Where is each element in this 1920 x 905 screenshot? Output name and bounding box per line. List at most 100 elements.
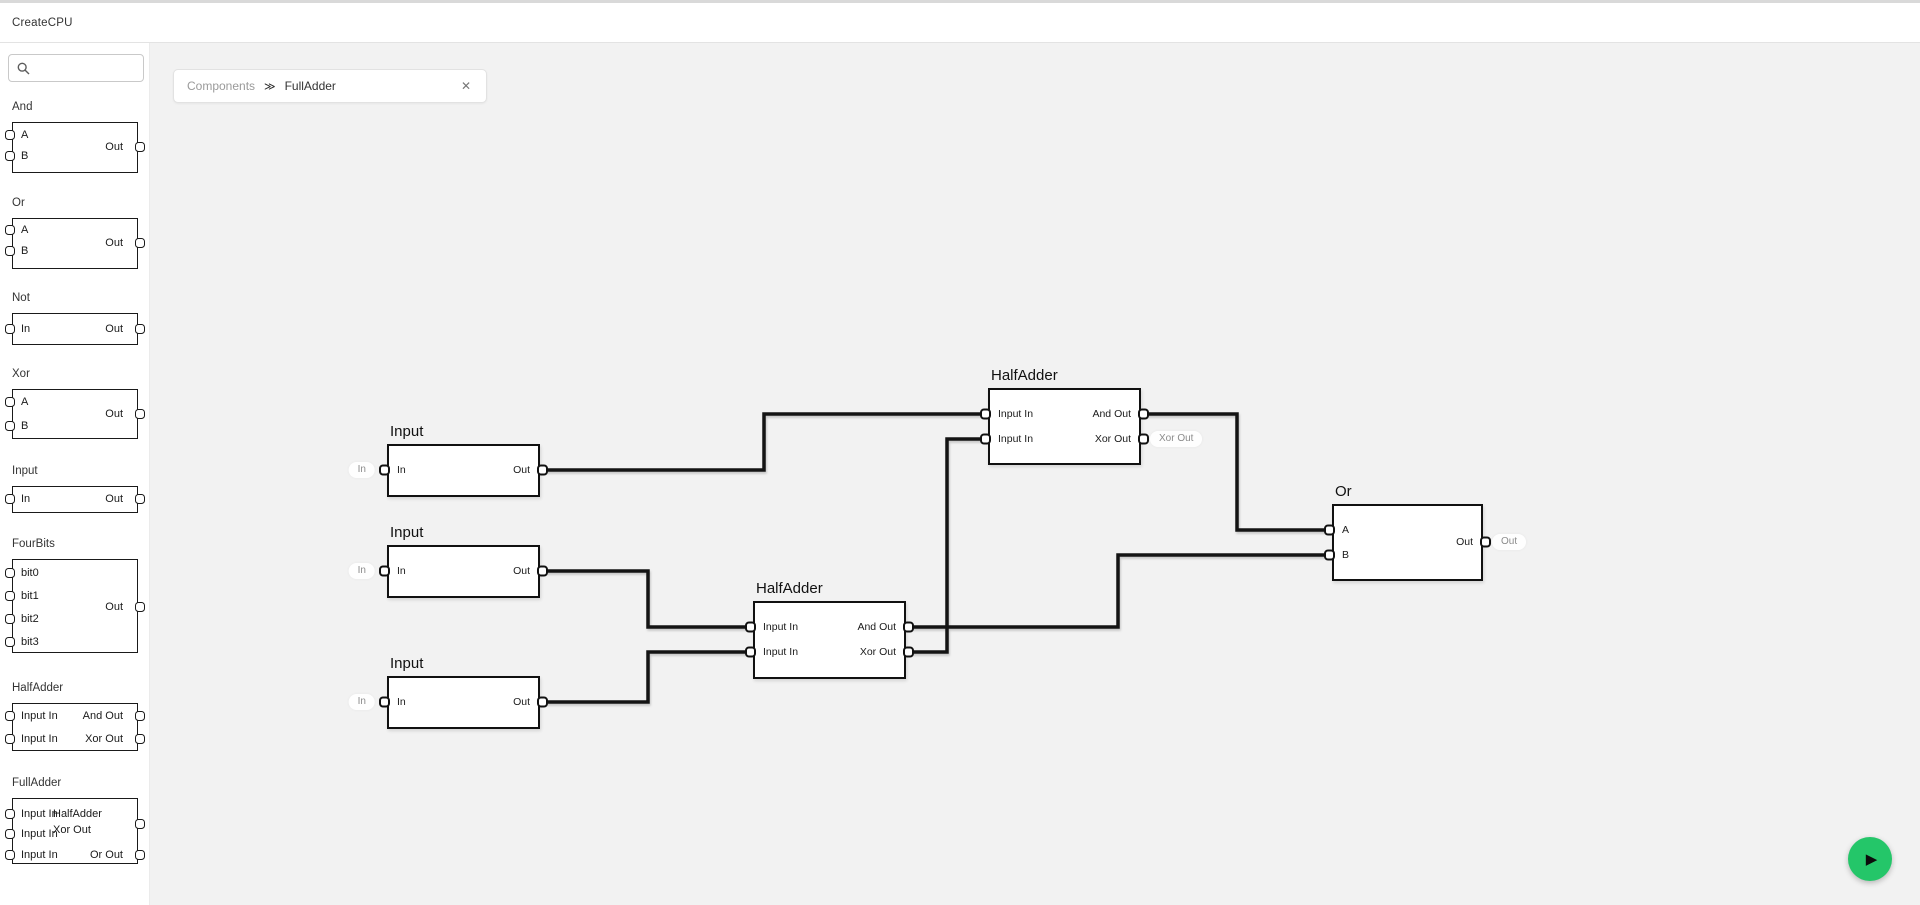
- component-search-box: [8, 54, 144, 82]
- port-label: bit2: [21, 612, 39, 625]
- wire-halfadder-1-and-out-to-or-1-a[interactable]: [1141, 412, 1332, 532]
- port-label: Out: [513, 463, 530, 476]
- port-input-in-in[interactable]: [745, 646, 756, 657]
- port-out-out: [135, 237, 145, 248]
- pin-label-pill: In: [348, 462, 375, 478]
- port-label: Out: [105, 492, 123, 505]
- port-and-out-out[interactable]: [1138, 408, 1149, 419]
- port-label: bit0: [21, 566, 39, 579]
- port-xor-out-out[interactable]: [903, 646, 914, 657]
- port-label: Xor Out: [859, 645, 896, 658]
- port-label: Input In: [21, 827, 58, 840]
- port-label: Input In: [21, 709, 58, 722]
- port-and-out-out[interactable]: [903, 621, 914, 632]
- port-in-in[interactable]: [379, 696, 390, 707]
- wire-halfadder-2-and-out-to-or-1-b[interactable]: [906, 553, 1332, 629]
- wire-input-3-out-to-halfadder-2-input-in-2[interactable]: [540, 650, 753, 704]
- pin-label-pill: Out: [1492, 534, 1527, 550]
- node-title: Input: [390, 524, 424, 541]
- play-icon: ▶: [1865, 850, 1878, 868]
- sidebar-item-label: Xor: [12, 368, 30, 380]
- port-label: In: [21, 322, 31, 335]
- port-label: Out: [105, 322, 123, 335]
- port-label: Input In: [998, 407, 1034, 420]
- sidebar-item-box: In Out: [5, 313, 145, 345]
- tab-title: FullAdder: [284, 79, 336, 93]
- port-a-in: [5, 396, 15, 407]
- port-b-in[interactable]: [1324, 549, 1335, 560]
- pin-label-pill: In: [348, 563, 375, 579]
- port-label: Out: [513, 695, 530, 708]
- port-out-out[interactable]: [537, 696, 548, 707]
- port-in-in[interactable]: [379, 464, 390, 475]
- port-in-in: [5, 493, 15, 504]
- tab-fulladder[interactable]: Components ≫ FullAdder ✕: [173, 69, 487, 103]
- port-out-out[interactable]: [537, 464, 548, 475]
- search-icon: [17, 62, 30, 74]
- port-label: In: [397, 463, 406, 476]
- port-label: Out: [105, 407, 123, 420]
- port-out-out: [135, 141, 145, 152]
- port-label: In: [21, 492, 31, 505]
- port-out-out: [135, 323, 145, 334]
- wire-input-2-out-to-halfadder-2-input-in-1[interactable]: [540, 569, 753, 629]
- port-out-out: [135, 408, 145, 419]
- port-a-in: [5, 224, 15, 235]
- port-out-out: [135, 493, 145, 504]
- port-label: And Out: [1092, 407, 1131, 420]
- port-bit1-in: [5, 590, 15, 601]
- port-label: Input In: [763, 645, 799, 658]
- app-title: CreateCPU: [12, 16, 73, 29]
- port-input-in-in[interactable]: [745, 621, 756, 632]
- port-label: Xor Out: [85, 732, 123, 745]
- window-top-strip: [0, 0, 1920, 3]
- port-out-out[interactable]: [1480, 536, 1491, 547]
- node-title: Or: [1335, 483, 1352, 500]
- port-label: Out: [105, 600, 123, 613]
- tab-close-icon[interactable]: ✕: [460, 79, 471, 93]
- port-label: A: [21, 395, 29, 408]
- port-out-out[interactable]: [537, 565, 548, 576]
- search-input[interactable]: [36, 58, 136, 78]
- sidebar-item-label: FullAdder: [12, 777, 62, 789]
- wire-halfadder-2-xor-out-to-halfadder-1-input-in-2[interactable]: [906, 437, 988, 654]
- port-out-out: [135, 601, 145, 612]
- wires-layer: [540, 412, 1332, 704]
- port-a-in: [5, 129, 15, 140]
- port-label: A: [21, 128, 29, 141]
- port-and-out-out: [135, 710, 145, 721]
- node-title: HalfAdder: [756, 580, 823, 597]
- port-label: Xor Out: [1094, 432, 1131, 445]
- port-xor-out-out[interactable]: [1138, 433, 1149, 444]
- port-input-in-in: [5, 710, 15, 721]
- port-input-in-in: [5, 828, 15, 839]
- port-bit2-in: [5, 613, 15, 624]
- port-input-in-in[interactable]: [980, 408, 991, 419]
- port-in-in[interactable]: [379, 565, 390, 576]
- port-label: B: [21, 419, 29, 432]
- sidebar-item-label: Or: [12, 197, 25, 209]
- run-simulation-button[interactable]: ▶: [1848, 837, 1892, 881]
- port-input-in-in[interactable]: [980, 433, 991, 444]
- wire-input-1-out-to-halfadder-1-input-in-1[interactable]: [540, 412, 988, 472]
- port-label: bit3: [21, 635, 39, 648]
- breadcrumb-separator-icon: ≫: [264, 80, 276, 93]
- port-halfadder-xor-out-out: [135, 818, 145, 829]
- pin-label-pill: In: [348, 694, 375, 710]
- port-a-in[interactable]: [1324, 524, 1335, 535]
- sidebar-item-label: And: [12, 101, 33, 113]
